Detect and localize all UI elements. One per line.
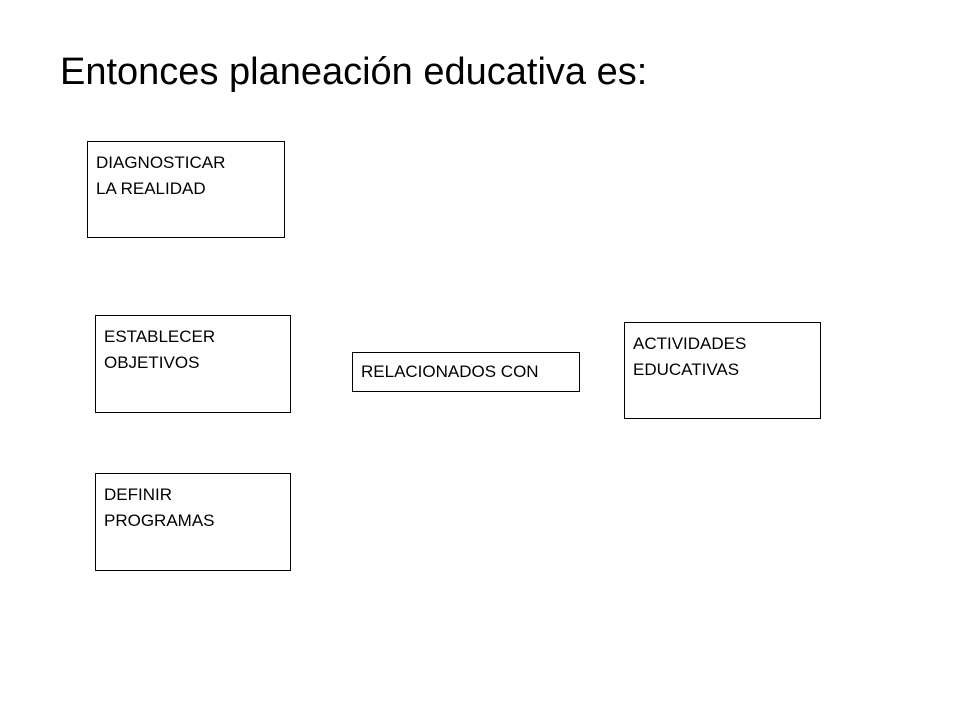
box-actividades-educativas: ACTIVIDADES EDUCATIVAS: [624, 322, 821, 419]
box-definir-programas: DEFINIR PROGRAMAS: [95, 473, 291, 571]
box-actividades-line2: EDUCATIVAS: [633, 360, 740, 380]
box-establecer-line1: ESTABLECER: [104, 327, 216, 346]
box-actividades-line1: ACTIVIDADES: [633, 334, 747, 353]
box-relacionados-line1: RELACIONADOS CON: [361, 362, 539, 381]
box-definir-line1: DEFINIR: [104, 485, 172, 504]
box-diagnosticar-la-realidad: DIAGNOSTICAR LA REALIDAD: [87, 141, 285, 238]
box-establecer-line2: OBJETIVOS: [104, 353, 200, 373]
box-diagnosticar-line1: DIAGNOSTICAR: [96, 153, 226, 172]
slide-title: Entonces planeación educativa es:: [60, 51, 648, 93]
box-definir-line2: PROGRAMAS: [104, 511, 215, 531]
box-relacionados-con: RELACIONADOS CON: [352, 352, 580, 392]
box-establecer-objetivos: ESTABLECER OBJETIVOS: [95, 315, 291, 413]
box-diagnosticar-line2: LA REALIDAD: [96, 179, 206, 199]
